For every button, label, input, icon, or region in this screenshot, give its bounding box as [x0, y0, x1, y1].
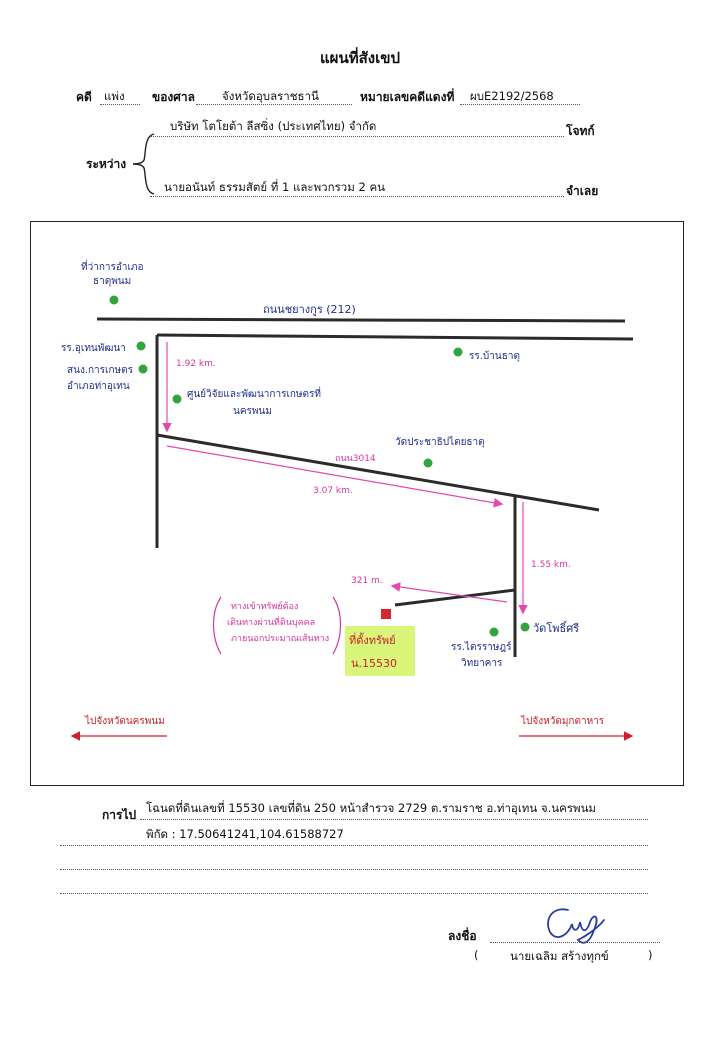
note-line-3: ภายนอกประมาณเส้นทาง [231, 633, 329, 644]
temple-2-dot [520, 622, 530, 632]
court-value: จังหวัดอุบลราชธานี [222, 89, 319, 103]
property-label-2: น.15530 [351, 657, 397, 670]
district-office-label-2: ธาตุพนม [93, 276, 131, 287]
note-line-1: ทางเข้าทรัพย์ต้อง [231, 600, 298, 612]
school-3-label-1: รร.ไตรราษฎร์ [451, 641, 512, 653]
center-label-2: นครพนม [233, 406, 272, 417]
distance-2-label: 3.07 km. [313, 486, 353, 496]
center-label-1: ศูนย์วิจัยและพัฒนาการเกษตรที่ [187, 386, 321, 400]
plaintiff-name: บริษัท โตโยต้า ลีสซิ่ง (ประเทศไทย) จำกัด [170, 119, 377, 133]
red-case-number-value: ผบE2192/2568 [470, 89, 554, 103]
property-marker-icon [381, 609, 391, 619]
road-3014 [156, 433, 600, 512]
defendant-name: นายอนันท์ ธรรมสัตย์ ที่ 1 และพวกรวม 2 คน [164, 180, 385, 194]
main-road-label: ถนนชยางกูร (212) [263, 303, 356, 316]
road-3014-label: ถนน3014 [335, 454, 376, 464]
property-highlight [345, 626, 415, 676]
school-1-dot [136, 341, 146, 351]
red-case-number-label: หมายเลขคดีแดงที่ [360, 90, 455, 104]
signer-name: นายเฉลิม สร้างทุกข์ [510, 949, 609, 963]
sketch-map: ที่ว่าการอำเภอ ธาตุพนม ถนนชยางกูร (212) … [30, 221, 684, 786]
distance-4-label: 321 m. [351, 576, 383, 586]
school-2-label: รร.บ้านธาตุ [469, 350, 520, 362]
page-title: แผนที่สังเขป [320, 49, 400, 67]
agri-office-dot [138, 364, 148, 374]
access-road [394, 588, 516, 607]
route-label: การไป [102, 808, 137, 822]
to-right-label: ไปจังหวัดมุกดาหาร [520, 715, 605, 727]
open-paren: ( [474, 948, 479, 962]
case-type: แพ่ง [104, 89, 125, 103]
distance-arrow-2 [166, 445, 504, 508]
note-line-2: เดินทางผ่านที่ดินบุคคล [227, 615, 315, 628]
temple-2-label: วัดโพธิ์ศรี [533, 620, 579, 635]
route-line-2: พิกัด : 17.50641241,104.61588727 [146, 827, 344, 841]
school-1-label: รร.อุเทนพัฒนา [61, 343, 126, 354]
route-line-1: โฉนดที่ดินเลขที่ 15530 เลขที่ดิน 250 หน้… [146, 801, 597, 815]
defendant-role: จำเลย [566, 184, 599, 198]
distance-1-label: 1.92 km. [176, 359, 216, 369]
court-label: ของศาล [152, 90, 195, 104]
signature-icon [547, 908, 605, 944]
school-3-dot [489, 627, 499, 637]
main-road-upper [96, 317, 626, 323]
to-left-label: ไปจังหวัดนครพนม [84, 715, 165, 727]
main-road-lower [156, 333, 634, 341]
district-office-label-1: ที่ว่าการอำเภอ [81, 259, 144, 273]
temple-1-dot [423, 458, 433, 468]
temple-1-label: วัดประชาธิปไตยธาตุ [395, 436, 485, 448]
property-label-1: ที่ตั้งทรัพย์ [349, 632, 396, 647]
between-label: ระหว่าง [86, 157, 127, 171]
district-office-dot [109, 295, 119, 305]
school-2-dot [453, 347, 463, 357]
brace-icon [132, 133, 155, 195]
agri-office-label-1: สนง.การเกษตร [67, 365, 134, 376]
agri-office-label-2: อำเภอท่าอุเทน [67, 381, 130, 392]
case-label: คดี [76, 90, 92, 104]
school-3-label-2: วิทยาคาร [461, 658, 503, 669]
plaintiff-role: โจทก์ [566, 124, 595, 138]
sign-label: ลงชื่อ [448, 929, 477, 943]
center-dot [172, 394, 182, 404]
distance-arrow-4 [390, 582, 508, 603]
map-drawing: ที่ว่าการอำเภอ ธาตุพนม ถนนชยางกูร (212) … [61, 259, 634, 741]
distance-3-label: 1.55 km. [531, 560, 571, 570]
close-paren: ) [648, 948, 653, 962]
